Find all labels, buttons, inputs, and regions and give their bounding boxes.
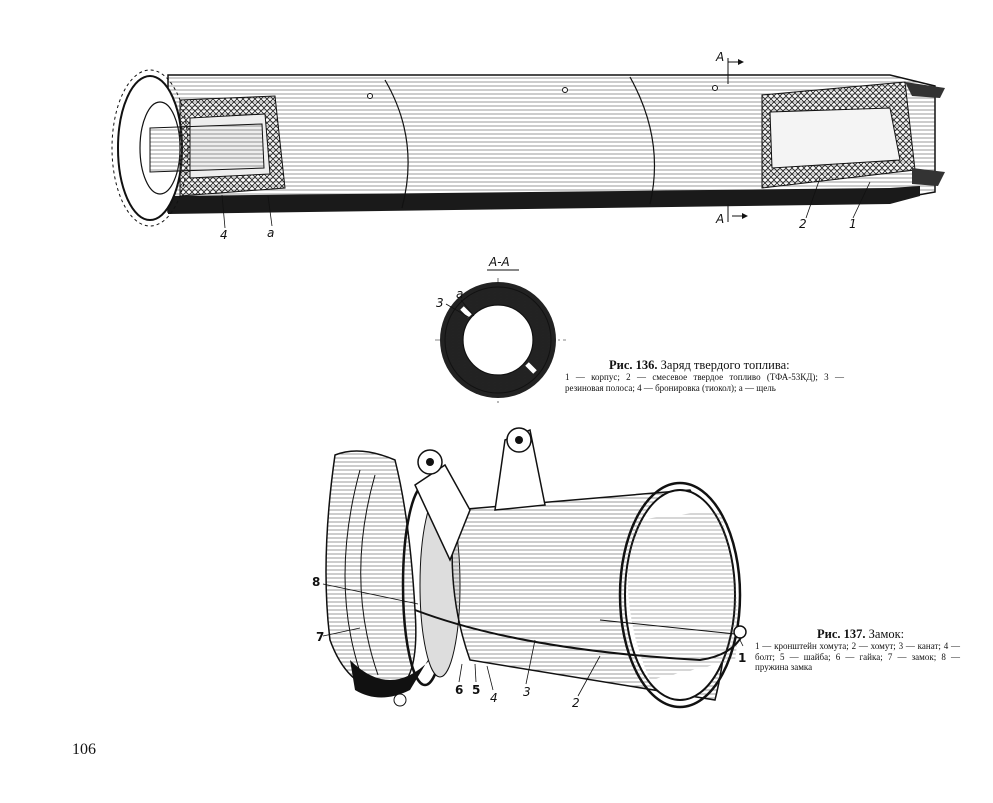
caption-136-title: Рис. 136. Заряд твердого топлива: (609, 358, 790, 372)
caption-137-legend: 1 — кронштейн хомута; 2 — хомут; 3 — кан… (755, 641, 960, 672)
caption-137-title: Рис. 137. Замок: (817, 627, 904, 641)
callout-6: 6 (455, 683, 464, 697)
callout-8: 8 (312, 575, 321, 589)
callout-4-lock: 4 (490, 691, 498, 705)
section-label-3: 3 (436, 296, 444, 310)
callout-7: 7 (316, 630, 325, 644)
callout-2: 2 (799, 217, 807, 231)
section-label-a: а (456, 287, 464, 301)
caption-137-text: Замок: (868, 627, 905, 641)
section-marker-bottom: А (716, 212, 725, 226)
callout-4: 4 (220, 228, 228, 242)
callout-3-lock: 3 (523, 685, 531, 699)
section-marker-top: А (716, 50, 725, 64)
callout-a: а (267, 226, 275, 240)
caption-137-prefix: Рис. 137. (817, 627, 866, 641)
callout-5: 5 (472, 683, 481, 697)
caption-136-prefix: Рис. 136. (609, 358, 658, 372)
callout-1-lock: 1 (738, 651, 747, 665)
page-number: 106 (72, 741, 96, 758)
callout-2-lock: 2 (572, 696, 580, 710)
caption-136-legend: 1 — корпус; 2 — смесевое твердое топливо… (565, 372, 844, 393)
callout-1: 1 (849, 217, 857, 231)
section-title: А-А (489, 255, 510, 269)
caption-136-text: Заряд твердого топлива: (660, 358, 790, 372)
